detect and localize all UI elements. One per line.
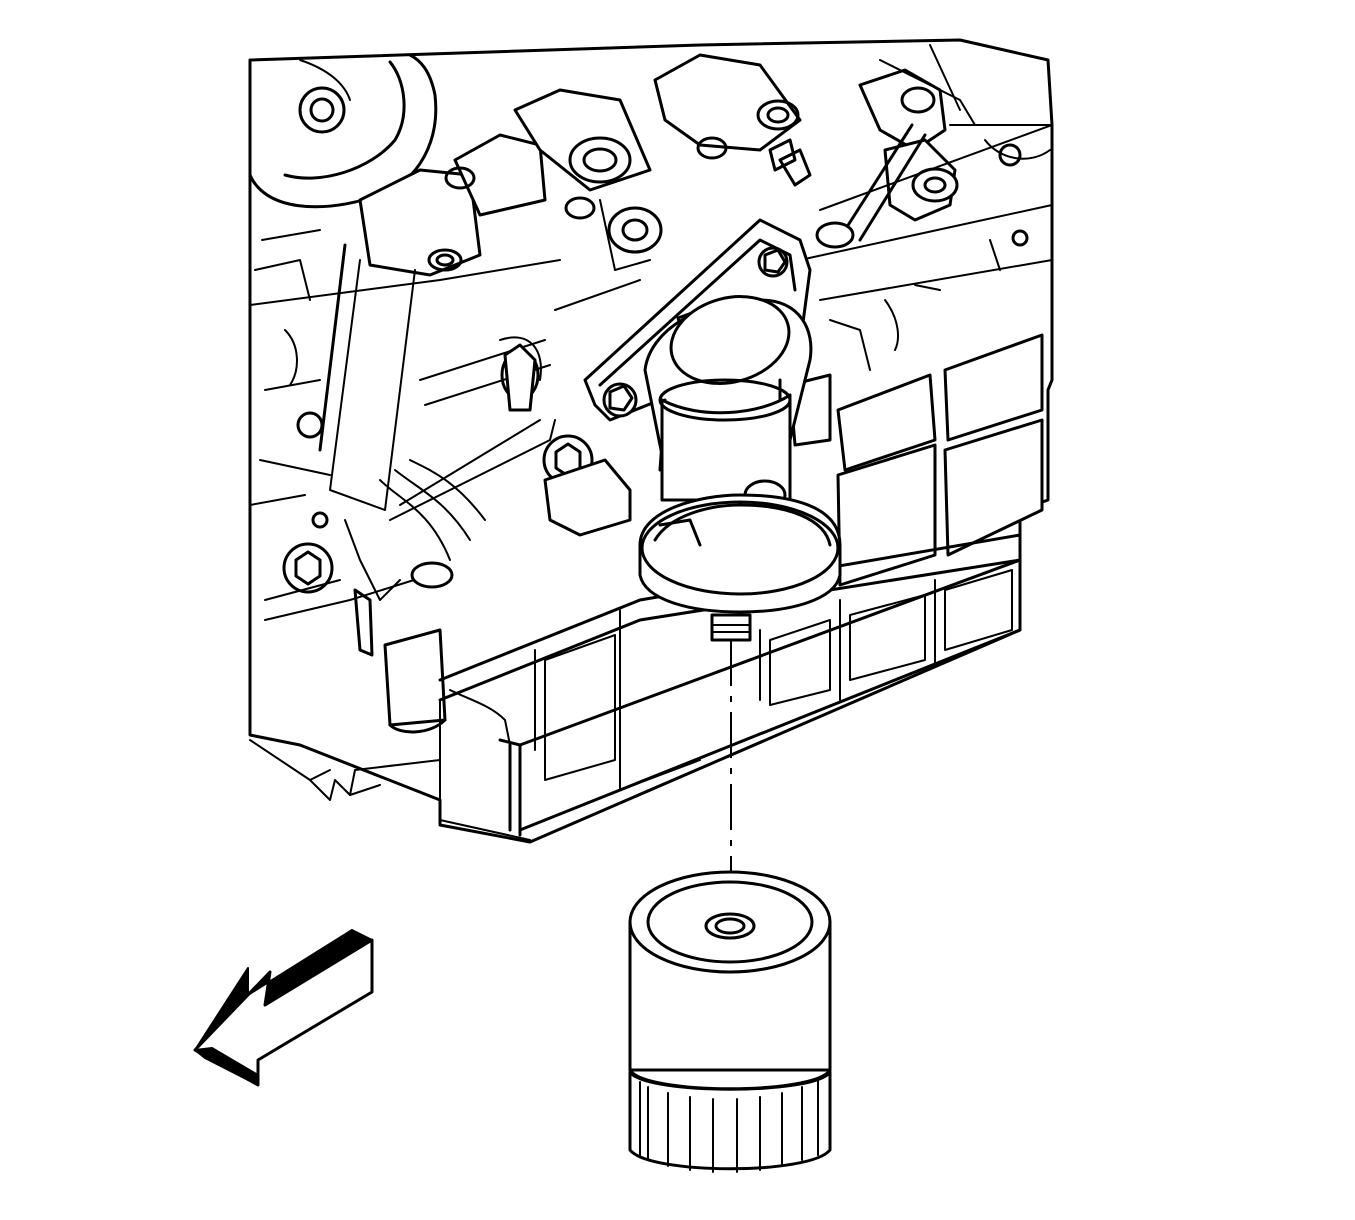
lower-left-details [249,459,486,734]
filter-gasket [646,880,814,964]
front-direction-arrow [193,929,374,1087]
right-ribs [788,333,1044,587]
adapter-base [638,493,842,614]
oil-filter [628,870,832,1173]
oil-pan [249,533,1022,841]
center-bolts [500,343,632,537]
upper-brackets [358,44,1051,277]
filter-threaded-hole [704,912,756,940]
block-ribs [249,124,1053,521]
engine-block [248,38,1054,844]
adapter-threaded-nipple [710,613,752,642]
oil-filter-adapter [583,218,842,642]
filter-ribbed-base [628,1070,832,1171]
